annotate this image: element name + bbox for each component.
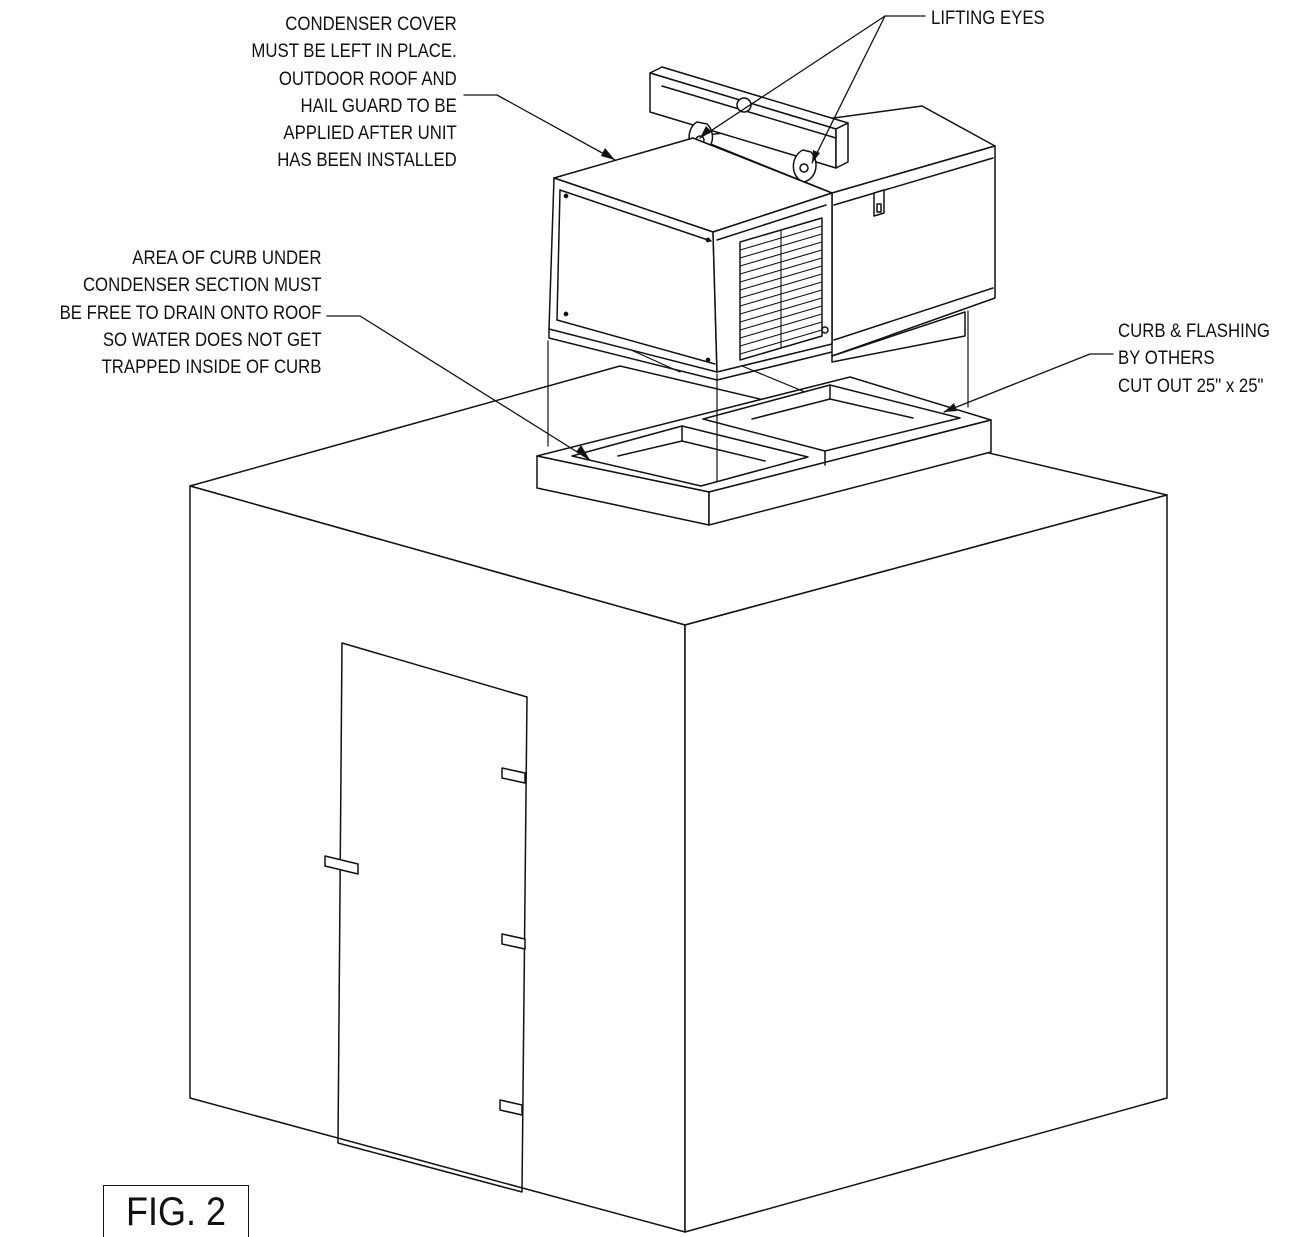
note-line: CONDENSER SECTION MUST [82,274,322,297]
note-line: LIFTING EYES [931,7,1045,29]
curb-front-right [708,419,992,526]
note-line: APPLIED AFTER UNIT [283,122,457,145]
roof-curb [536,376,992,526]
door-hinge-bottom [499,1099,523,1116]
note-line: HAS BEEN INSTALLED [277,149,457,172]
note-line: AREA OF CURB UNDER [131,247,321,269]
note-line: MUST BE LEFT IN PLACE. [251,40,457,63]
leader-lines [326,15,1114,461]
condenser-cover-note: CONDENSER COVER MUST BE LEFT IN PLACE. O… [252,11,457,175]
note-line: CUT OUT 25" x 25" [1118,374,1264,397]
note-line: OUTDOOR ROOF AND [279,67,457,90]
door-panel [337,642,528,1193]
lifting-eye-right [792,149,817,183]
drop-guide-lines [547,310,969,483]
leader-curb-drain [326,315,591,461]
note-line: TRAPPED INSIDE OF CURB [101,356,321,379]
note-line: CURB & FLASHING [1118,320,1270,342]
door-hinge-top [501,767,526,784]
box-right-wall [684,494,1168,1233]
curb-right-opening [702,384,961,452]
leader-curb-flashing [943,353,1114,413]
lifting-eyes-note: LIFTING EYES [931,5,1045,32]
condensing-unit [548,66,996,381]
figure-label: FIG. 2 [125,1190,227,1234]
leader-condenser-cover [463,94,616,161]
curb-flashing-note: CURB & FLASHING BY OTHERS CUT OUT 25" x … [1118,318,1270,400]
walk-in-box [189,365,1168,1233]
figure-label-box: FIG. 2 [103,1185,249,1237]
grille-slats [739,225,823,355]
note-line: SO WATER DOES NOT GET [102,328,321,351]
door-hinge-middle [501,933,526,950]
note-line: HAIL GUARD TO BE [300,94,457,117]
curb-left-opening [571,425,809,487]
note-line: BY OTHERS [1118,347,1215,370]
walk-in-door [324,642,528,1193]
note-line: BE FREE TO DRAIN ONTO ROOF [59,301,321,324]
arrowheads [576,126,957,460]
door-handle [324,855,359,875]
curb-drain-note: AREA OF CURB UNDER CONDENSER SECTION MUS… [59,245,321,381]
note-line: CONDENSER COVER [285,13,457,35]
